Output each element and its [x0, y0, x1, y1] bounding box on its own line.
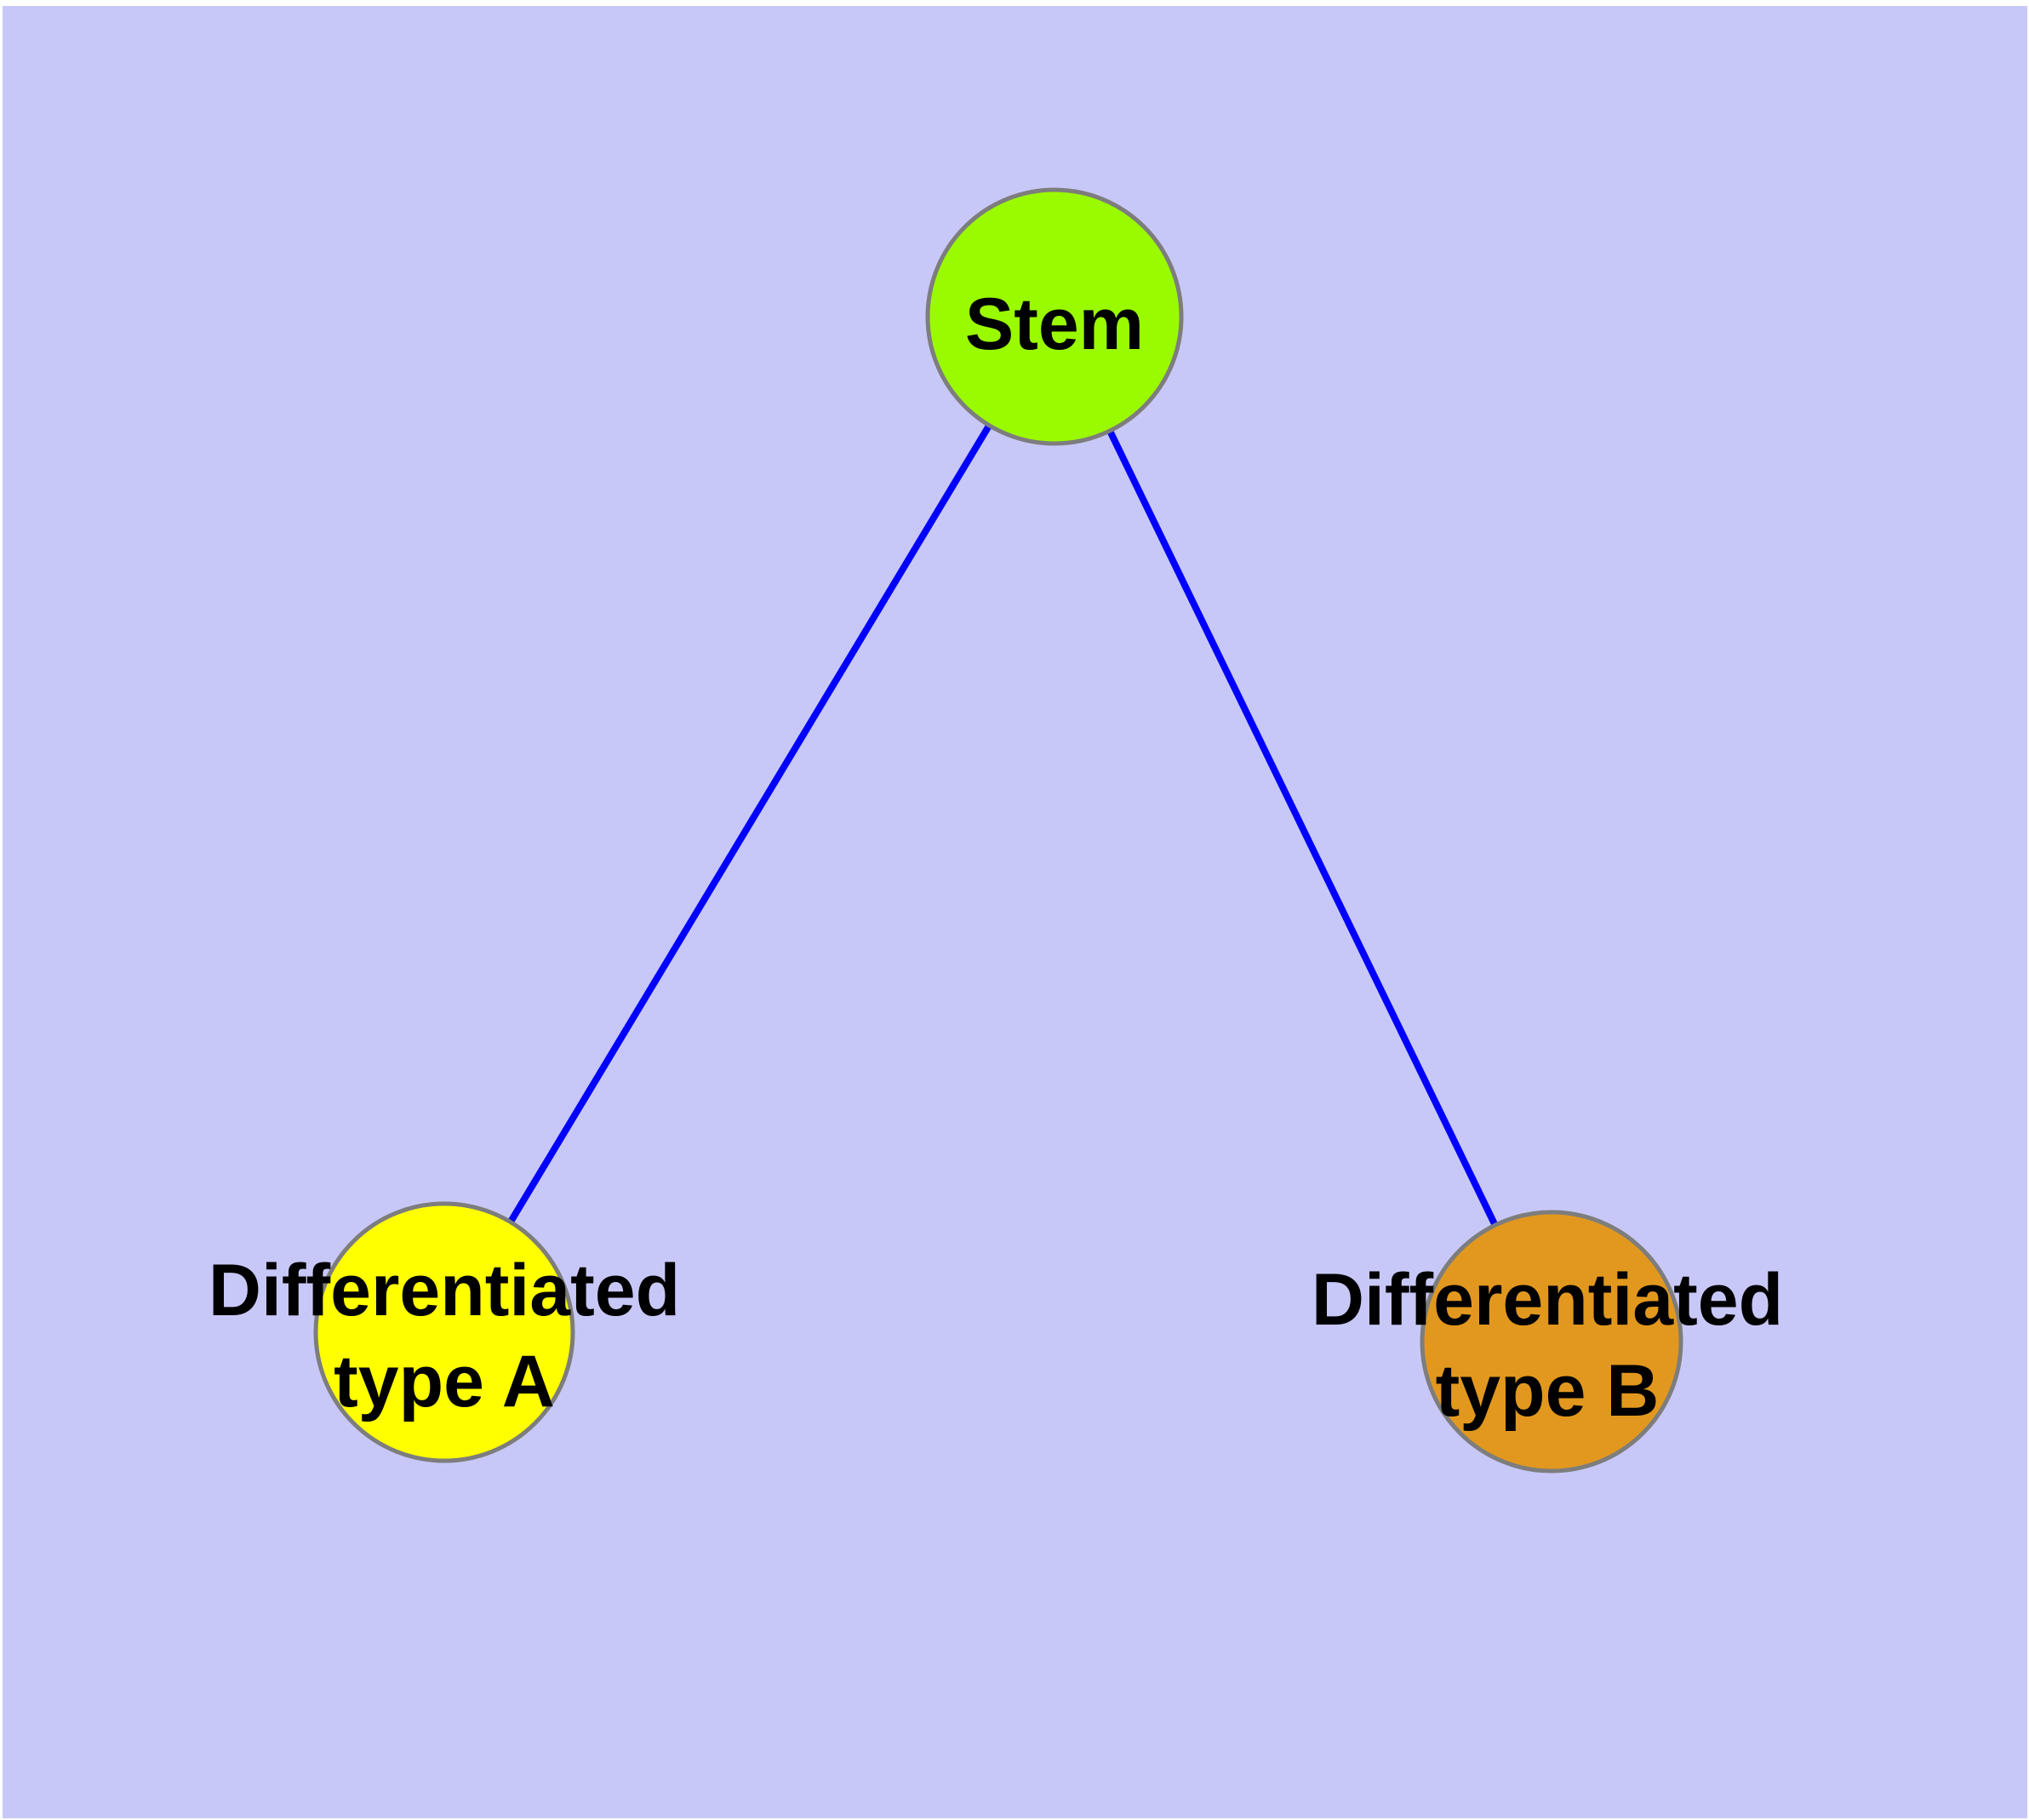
node-stem: [925, 187, 1184, 446]
node-type-a-label-line1: Differentiated: [209, 1250, 680, 1331]
node-type-b-label-line2: type B: [1436, 1350, 1660, 1432]
node-differentiated-type-b: [1420, 1210, 1683, 1474]
node-type-b-label-line1: Differentiated: [1312, 1259, 1783, 1341]
edge-stem-to-type-b: [1051, 315, 1555, 1343]
node-type-a-label-line2: type A: [334, 1341, 555, 1422]
node-stem-label: Stem: [965, 283, 1144, 365]
edge-stem-to-type-a: [441, 314, 1058, 1335]
node-differentiated-type-a: [313, 1201, 575, 1463]
